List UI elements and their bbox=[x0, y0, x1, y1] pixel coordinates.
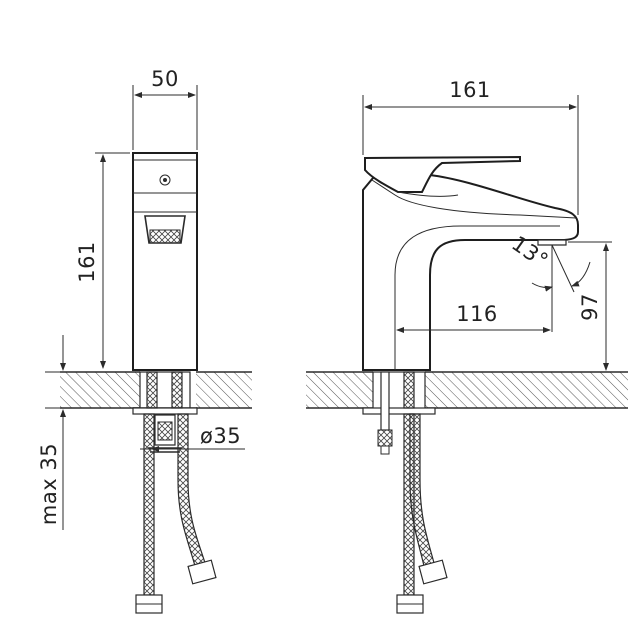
dimension-side-length: 161 bbox=[362, 78, 579, 215]
dimension-front-width: 50 bbox=[132, 67, 198, 150]
dimension-max-thickness: max 35 bbox=[37, 335, 70, 530]
side-countertop bbox=[306, 371, 628, 411]
dimension-hole: ø35 bbox=[140, 424, 245, 452]
front-mounting bbox=[132, 371, 217, 614]
label-spout-reach: 116 bbox=[456, 302, 498, 326]
label-max-thickness: max 35 bbox=[37, 443, 61, 525]
side-view: 161 116 97 13° bbox=[306, 78, 628, 614]
dimension-spout-height: 97 bbox=[430, 241, 612, 373]
label-spout-height: 97 bbox=[578, 293, 602, 321]
side-faucet-body bbox=[362, 155, 579, 371]
dimension-spout-reach: 116 bbox=[396, 246, 553, 333]
side-mounting bbox=[362, 371, 448, 614]
label-front-height: 161 bbox=[75, 241, 99, 283]
front-view: 50 161 ø35 max 35 bbox=[37, 67, 252, 614]
label-hole-diameter: ø35 bbox=[200, 424, 241, 448]
label-side-length: 161 bbox=[449, 78, 491, 102]
label-front-width: 50 bbox=[151, 67, 179, 91]
dimension-front-height: 161 bbox=[75, 152, 130, 369]
front-faucet-body bbox=[132, 152, 198, 371]
